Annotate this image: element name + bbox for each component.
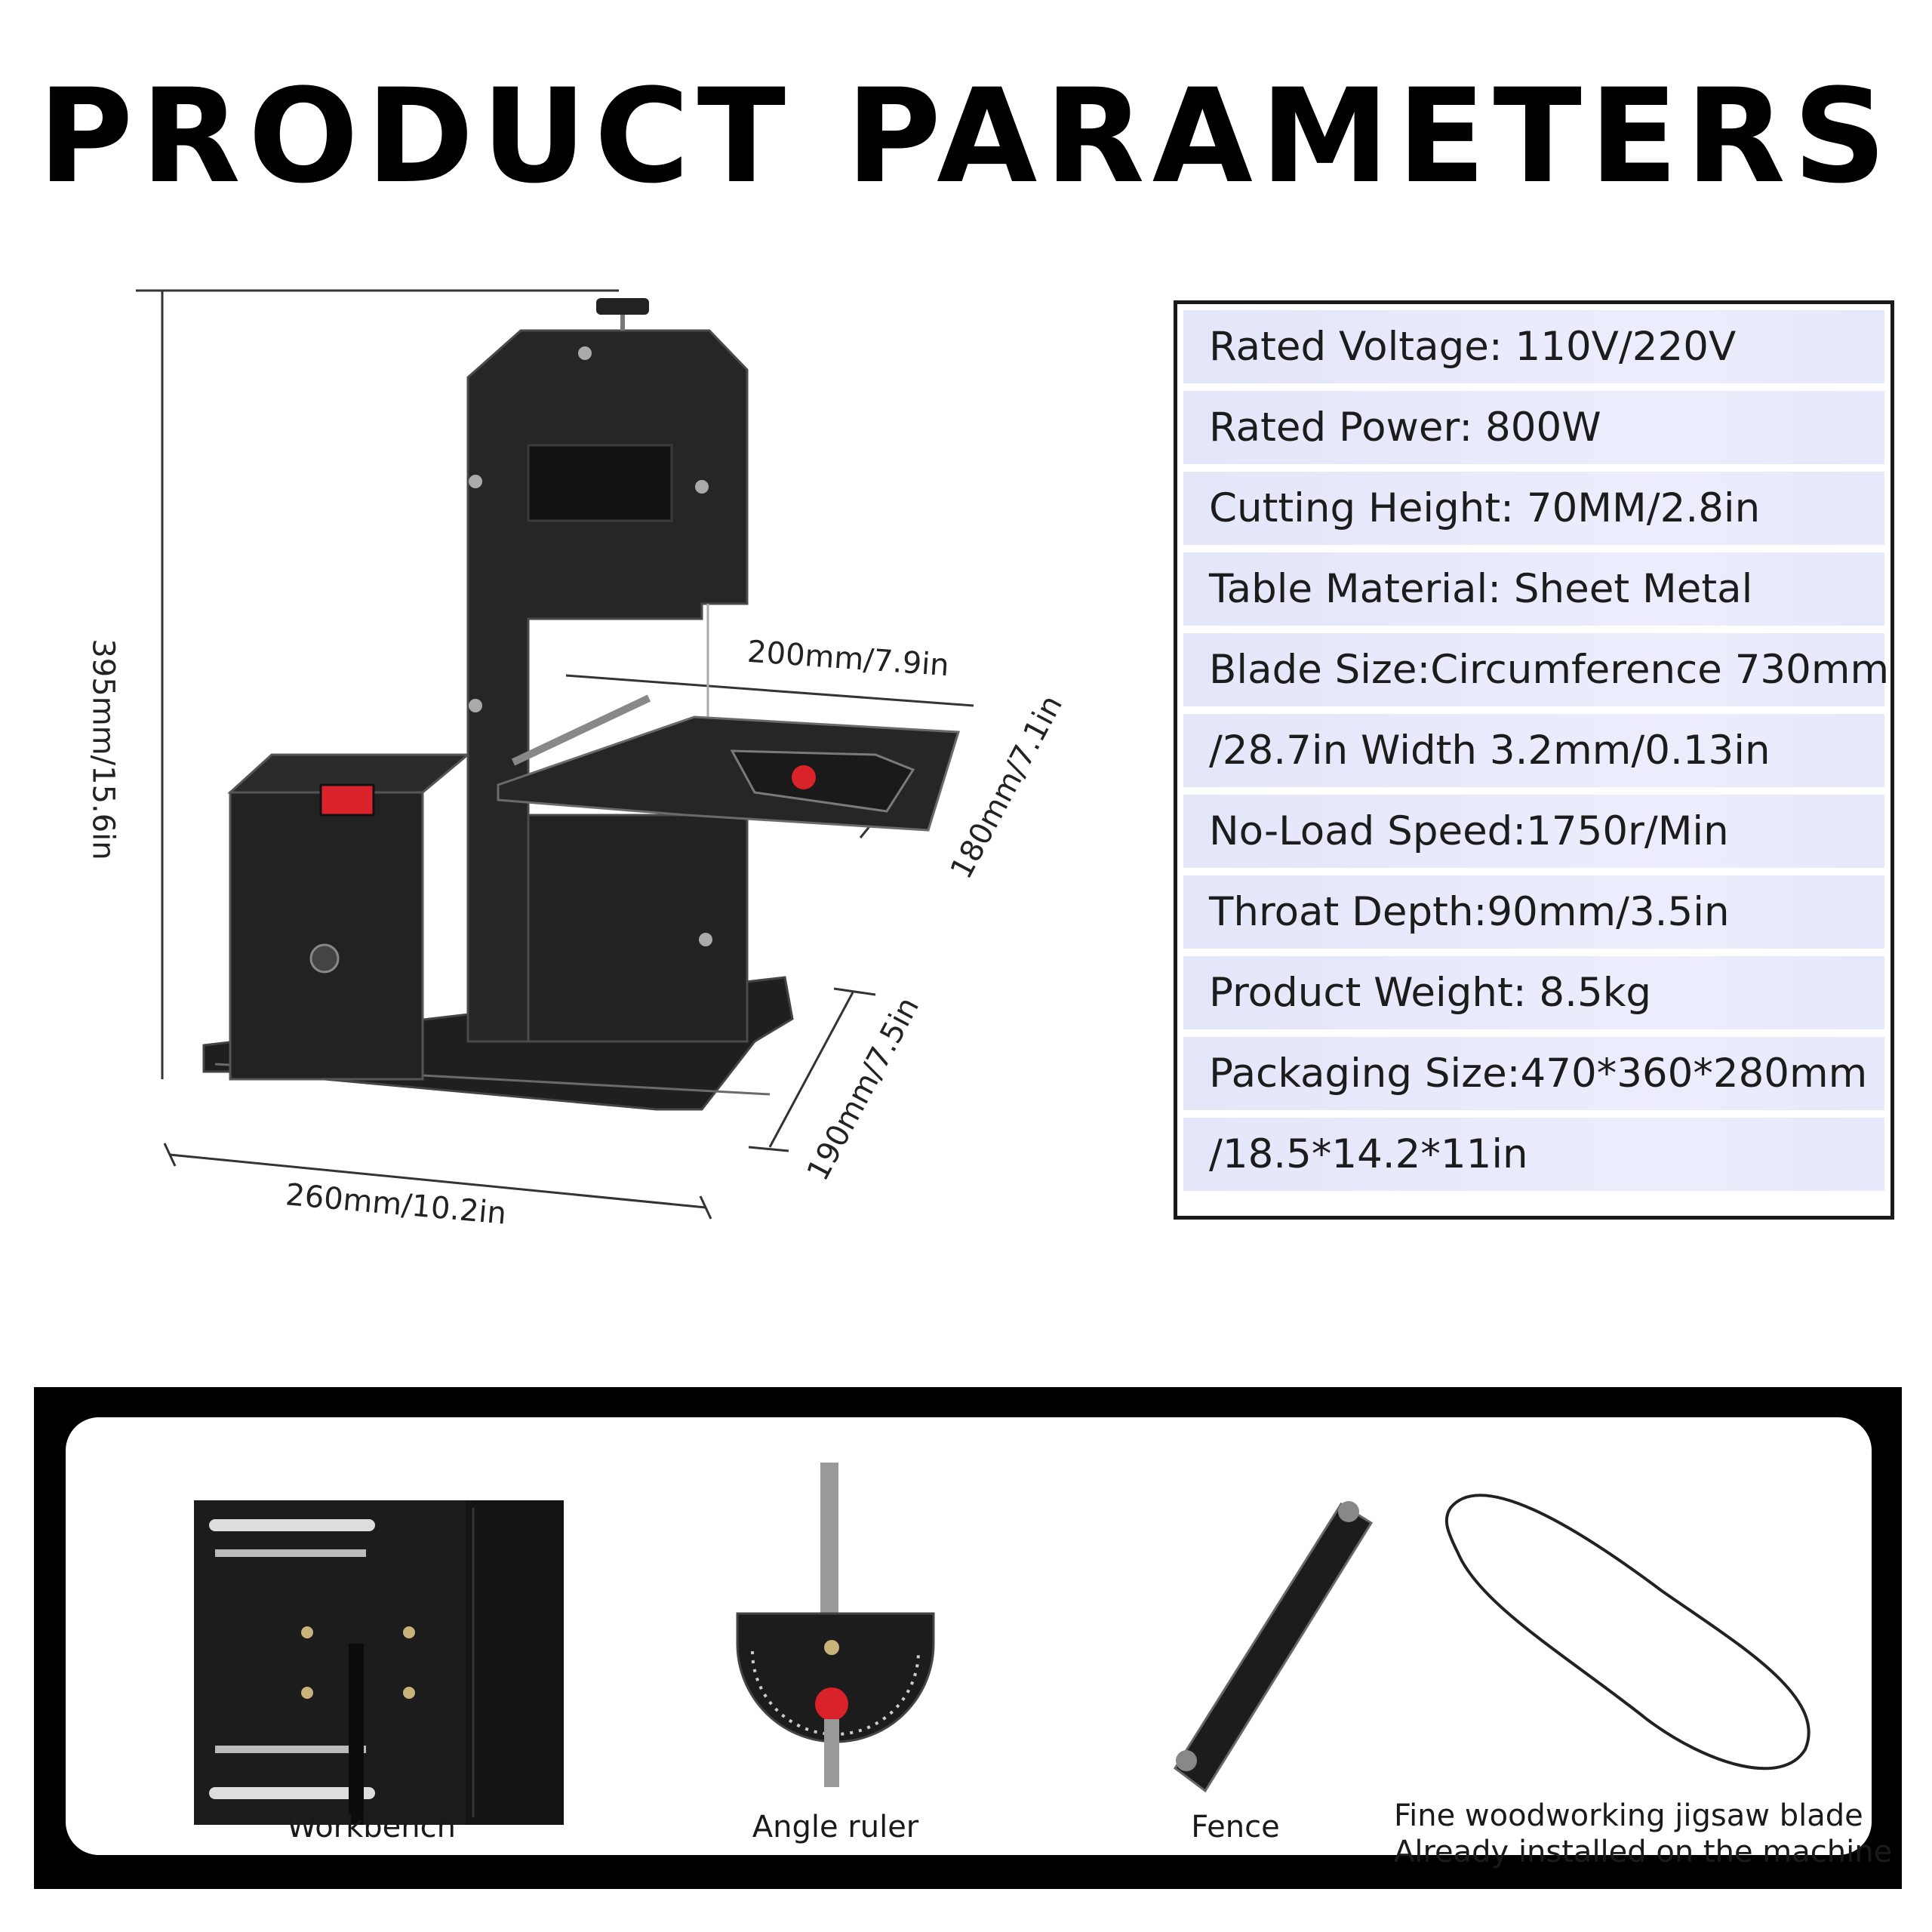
- band-saw-drawing: [136, 289, 974, 1220]
- fence-label: Fence: [1191, 1810, 1280, 1844]
- blade-label-line1: Fine woodworking jigsaw blade: [1394, 1798, 1863, 1833]
- blade-image: [1435, 1478, 1828, 1783]
- spec-row: Rated Voltage: 110V/220V: [1183, 310, 1884, 383]
- spec-row: Throat Depth:90mm/3.5in: [1183, 875, 1884, 949]
- spec-table: Rated Voltage: 110V/220V Rated Power: 80…: [1174, 300, 1894, 1220]
- angle-ruler-image: [722, 1463, 949, 1791]
- fence-image: [1145, 1481, 1401, 1802]
- workbench-image: [194, 1500, 564, 1829]
- height-dimension: 395mm/15.6in: [85, 638, 121, 860]
- angle-ruler-label: Angle ruler: [752, 1810, 919, 1844]
- spec-row: Rated Power: 800W: [1183, 391, 1884, 464]
- spec-row: /18.5*14.2*11in: [1183, 1118, 1884, 1191]
- spec-row: Blade Size:Circumference 730mm: [1183, 633, 1889, 706]
- blade-label-line2: Already installed on the machine: [1394, 1835, 1893, 1869]
- power-switch: [319, 783, 375, 817]
- accessories-card: Workbench Angle ruler Fence: [66, 1417, 1892, 1869]
- spec-row: Cutting Height: 70MM/2.8in: [1183, 472, 1884, 545]
- spec-row: /28.7in Width 3.2mm/0.13in: [1183, 714, 1884, 787]
- spec-row: No-Load Speed:1750r/Min: [1183, 795, 1884, 868]
- spec-row: Packaging Size:470*360*280mm: [1183, 1037, 1884, 1110]
- accessories-panel: Workbench Angle ruler Fence: [34, 1387, 1902, 1889]
- spec-row: Table Material: Sheet Metal: [1183, 552, 1884, 626]
- page-title: PRODUCT PARAMETERS: [38, 60, 1894, 212]
- workbench-label: Workbench: [287, 1810, 456, 1844]
- spec-row: Product Weight: 8.5kg: [1183, 956, 1884, 1029]
- band-saw-illustration: 395mm/15.6in 260mm/10.2in 200mm/7.9in 18…: [75, 279, 1117, 1260]
